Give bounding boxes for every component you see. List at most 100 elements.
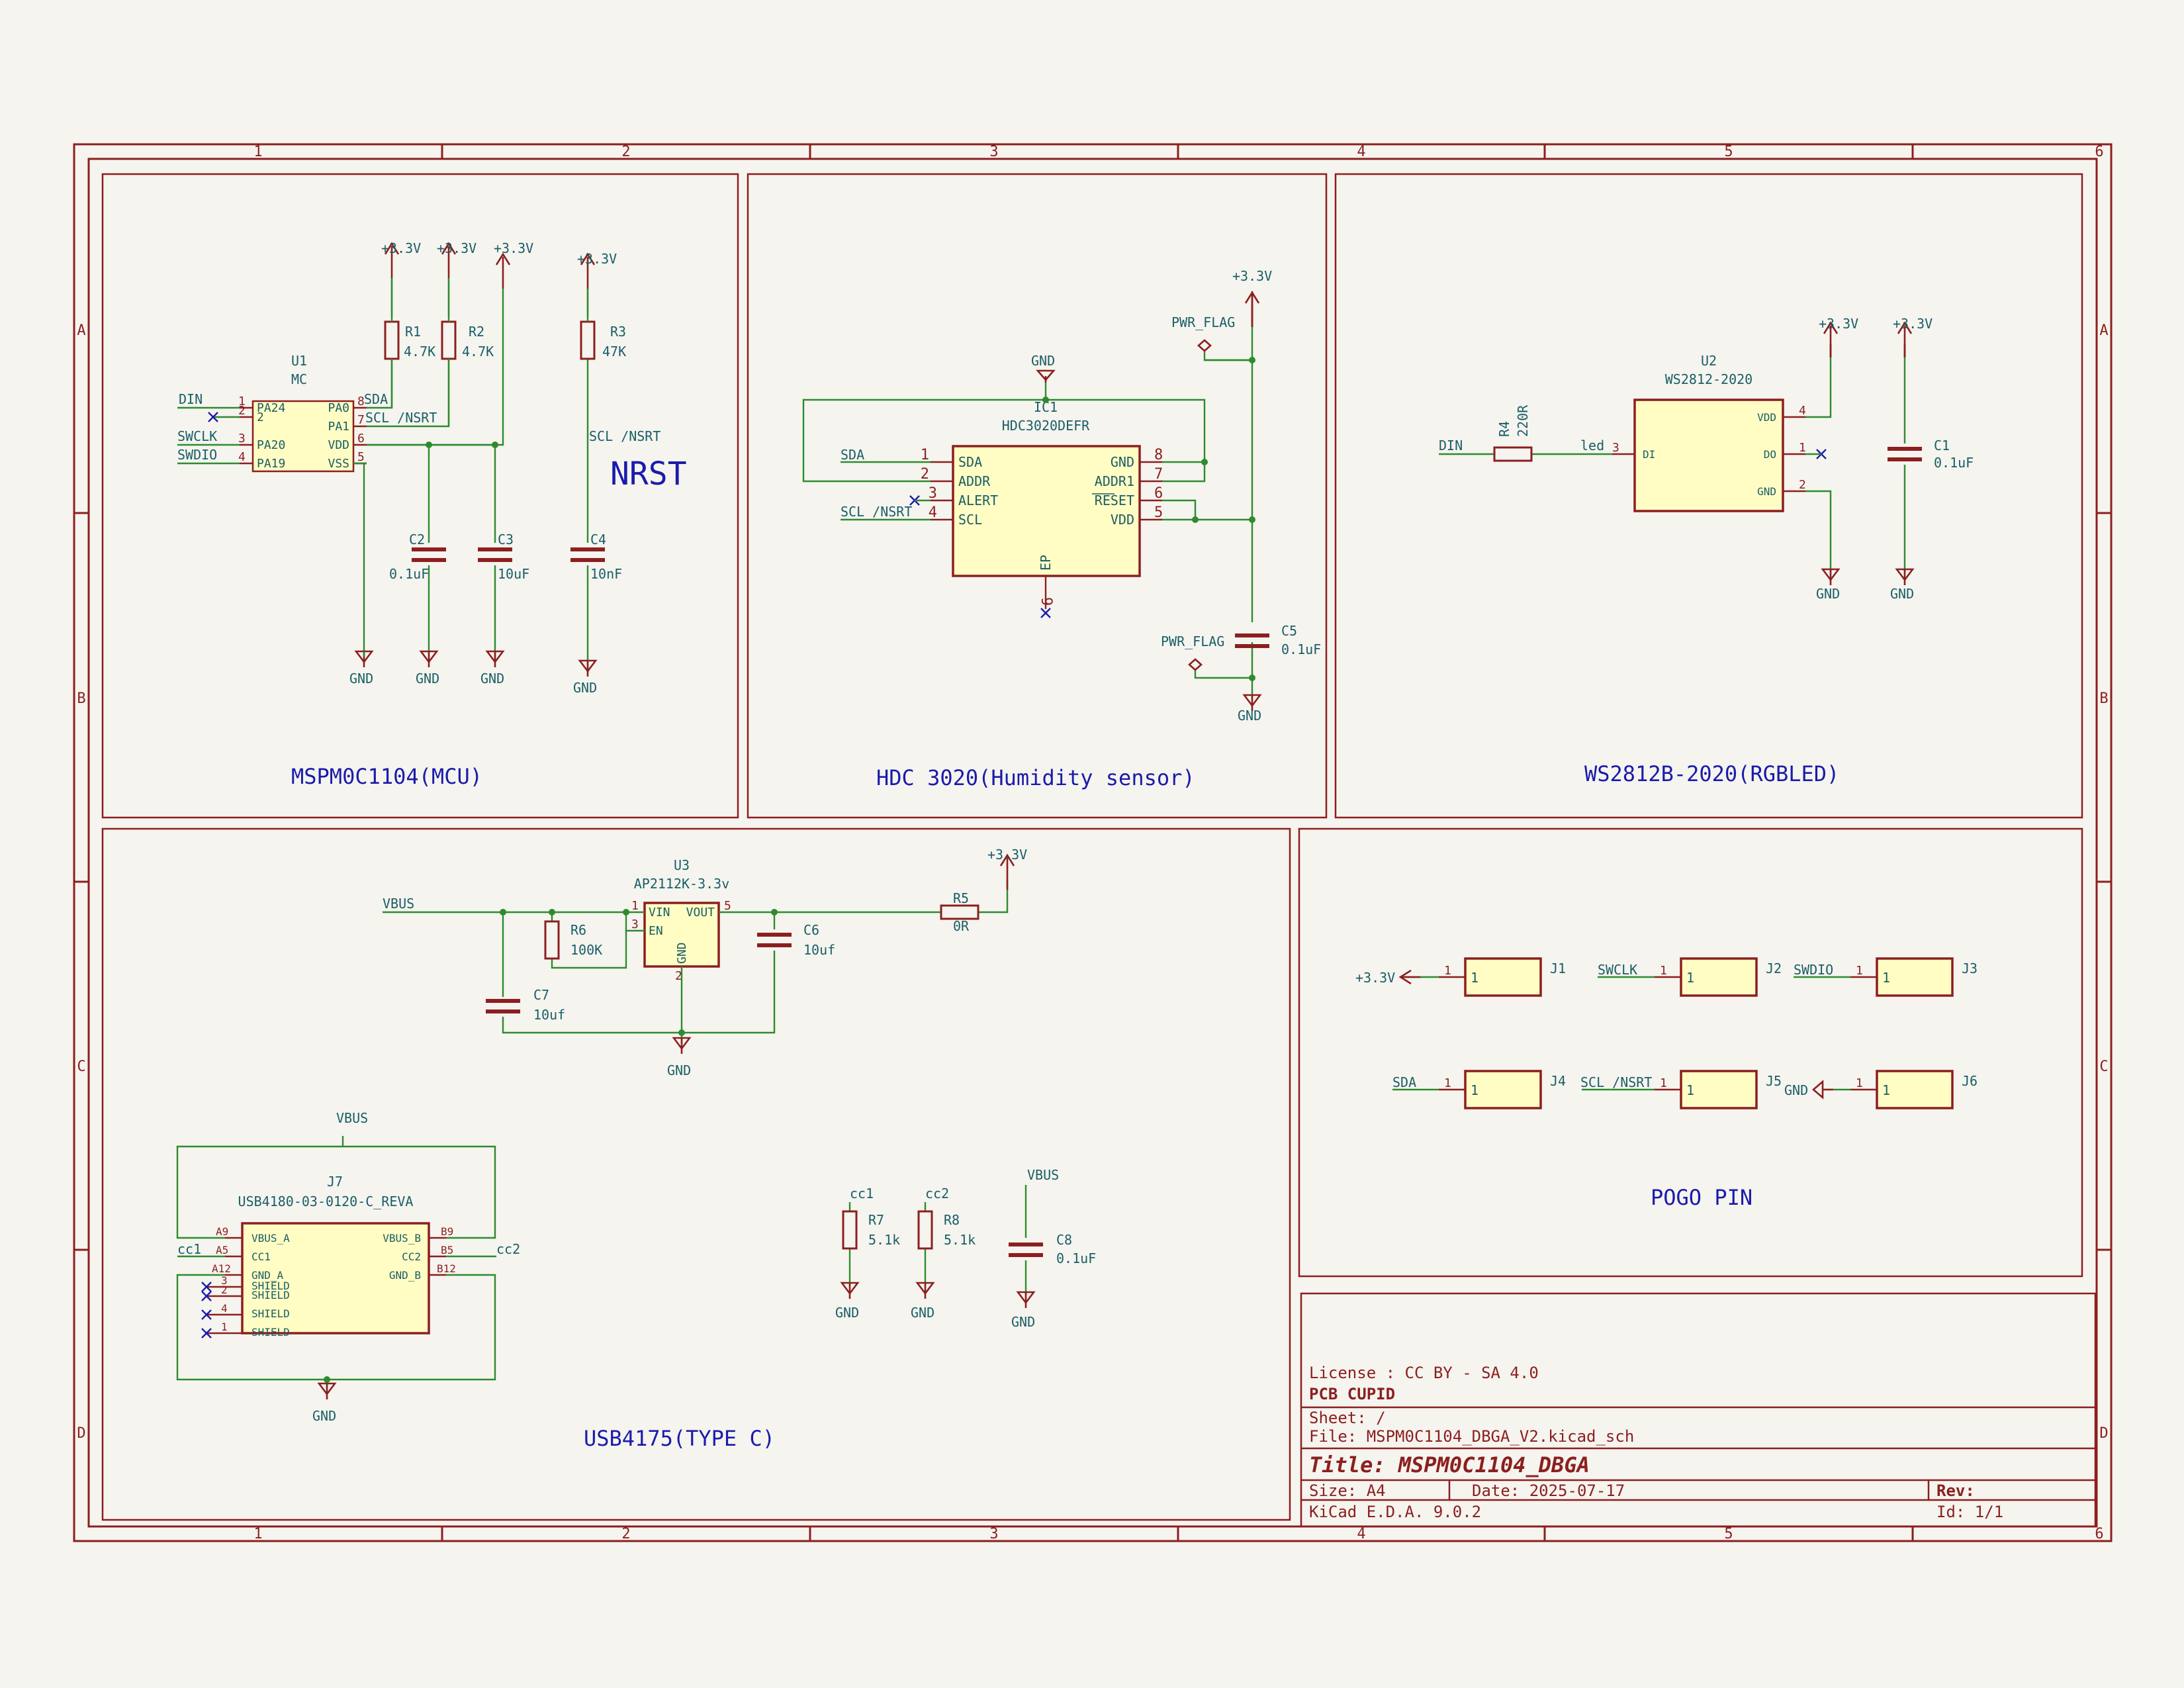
u2-body[interactable] bbox=[1633, 399, 1784, 512]
j7-value: USB4180-03-0120-C_REVA bbox=[238, 1194, 414, 1209]
usb-section: U3 AP2112K-3.3v VIN EN VOUT GND 1 3 5 2 bbox=[176, 847, 1096, 1451]
resistor-icon[interactable] bbox=[580, 320, 596, 360]
resistor-icon[interactable] bbox=[940, 904, 979, 920]
ic1-body[interactable] bbox=[952, 445, 1141, 577]
pogo-section: 1 1 J1 +3.3V 1 1 J2 SWCLK 1 1 J3 SWDIO 1… bbox=[1355, 957, 1978, 1210]
c6-ref: C6 bbox=[803, 922, 819, 938]
j2-pin-num: 1 bbox=[1660, 964, 1667, 978]
net-scl-nsrt: SCL /NSRT bbox=[841, 504, 912, 520]
j3-body[interactable] bbox=[1876, 957, 1954, 997]
net-3v3: +3.3V bbox=[1232, 268, 1272, 284]
net-din: DIN bbox=[1439, 438, 1463, 453]
j5-pin-name: 1 bbox=[1686, 1082, 1694, 1098]
u1-pin-num: 2 bbox=[238, 404, 246, 418]
u1-body[interactable] bbox=[251, 400, 355, 473]
ic1-value: HDC3020DEFR bbox=[1002, 418, 1090, 434]
j7-pin-name: GND_B bbox=[389, 1269, 421, 1282]
j3-ref: J3 bbox=[1962, 961, 1978, 976]
r8-value: 5.1k bbox=[944, 1232, 976, 1248]
capacitor-icon[interactable] bbox=[1888, 449, 1922, 459]
ic1-pin-num: 2 bbox=[921, 466, 929, 483]
ic1-pin-name: SDA bbox=[958, 454, 982, 470]
capacitor-icon[interactable] bbox=[478, 549, 512, 560]
u2-pin-name: GND bbox=[1757, 485, 1776, 498]
resistor-icon[interactable] bbox=[544, 920, 560, 960]
u2-pin-num: 1 bbox=[1799, 441, 1806, 455]
j7-pin-num: A12 bbox=[212, 1262, 231, 1275]
net-cc1: cc1 bbox=[177, 1241, 201, 1257]
u3-pin-num: 1 bbox=[631, 899, 639, 913]
net-pwr-flag: PWR_FLAG bbox=[1161, 633, 1224, 649]
row-label: A bbox=[77, 322, 85, 339]
no-connect-icon bbox=[1040, 607, 1052, 619]
net-sda: SDA bbox=[1392, 1074, 1416, 1090]
resistor-icon[interactable] bbox=[384, 320, 400, 360]
u1-value: MC bbox=[291, 371, 307, 387]
u2-pin-num: 3 bbox=[1612, 441, 1619, 455]
j7-pin-name: SHIELD bbox=[251, 1289, 290, 1301]
col-label: 1 bbox=[253, 144, 262, 160]
net-swdio: SWDIO bbox=[177, 447, 217, 463]
net-gnd: GND bbox=[1011, 1314, 1035, 1330]
resistor-icon[interactable] bbox=[917, 1210, 933, 1250]
net-3v3: +3.3V bbox=[494, 240, 533, 256]
c1-value: 0.1uF bbox=[1934, 455, 1974, 471]
j7-pin-name: VBUS_A bbox=[251, 1232, 290, 1244]
capacitor-icon[interactable] bbox=[1009, 1244, 1043, 1255]
rgb-section: U2 WS2812-2020 DI VDD DO GND 3 4 1 2 R4 … bbox=[1439, 316, 1974, 786]
section-title-usb: USB4175(TYPE C) bbox=[584, 1426, 775, 1451]
j7-pin-name: CC1 bbox=[251, 1250, 271, 1263]
u3-body[interactable] bbox=[643, 902, 720, 968]
u3-pin-num: 3 bbox=[631, 917, 639, 931]
capacitor-icon[interactable] bbox=[412, 549, 446, 560]
resistor-icon[interactable] bbox=[1493, 446, 1533, 462]
j5-pin-num: 1 bbox=[1660, 1076, 1667, 1090]
ground-icon bbox=[420, 650, 438, 669]
capacitor-icon[interactable] bbox=[486, 1001, 520, 1011]
u1-pin-num: 3 bbox=[238, 432, 246, 445]
net-3v3: +3.3V bbox=[577, 251, 617, 267]
r7-value: 5.1k bbox=[868, 1232, 900, 1248]
u1-pin-num: 4 bbox=[238, 450, 246, 464]
u1-pin-num: 1 bbox=[238, 395, 246, 408]
net-cc1: cc1 bbox=[850, 1186, 874, 1201]
capacitor-icon[interactable] bbox=[1235, 635, 1269, 646]
section-boxes bbox=[101, 173, 2083, 1521]
u1-pin-name: PA1 bbox=[328, 420, 349, 434]
j6-body[interactable] bbox=[1876, 1070, 1954, 1109]
j7-pin-num: 1 bbox=[221, 1321, 228, 1333]
ic1-pin-num: 7 bbox=[1154, 466, 1163, 483]
u2-value: WS2812-2020 bbox=[1665, 371, 1752, 387]
r3-value: 47K bbox=[602, 344, 626, 359]
section-title-pogo: POGO PIN bbox=[1651, 1185, 1752, 1210]
ic1-pin-num: 9 bbox=[1038, 597, 1054, 606]
capacitor-icon[interactable] bbox=[757, 935, 792, 945]
j1-body[interactable] bbox=[1464, 957, 1542, 997]
c7-ref: C7 bbox=[533, 987, 549, 1003]
ground-icon bbox=[318, 1382, 336, 1401]
j6-pin-name: 1 bbox=[1882, 1082, 1890, 1098]
row-label: B bbox=[2099, 690, 2108, 707]
ic1-pin-name: GND bbox=[1111, 454, 1134, 470]
u3-value: AP2112K-3.3v bbox=[634, 876, 730, 892]
resistor-icon[interactable] bbox=[842, 1210, 858, 1250]
u3-pin-num: 2 bbox=[675, 969, 682, 983]
capacitor-icon[interactable] bbox=[570, 549, 605, 560]
section-title-rgb: WS2812B-2020(RGBLED) bbox=[1584, 761, 1839, 786]
j7-pin-num: 3 bbox=[221, 1274, 228, 1287]
u3-pin-name: EN bbox=[649, 924, 663, 938]
mcu-section: U1 MC PA24 2 PA20 PA19 PA0 PA1 VDD VSS 1… bbox=[177, 240, 687, 789]
net-pwr-flag: PWR_FLAG bbox=[1171, 314, 1235, 330]
r7-ref: R7 bbox=[868, 1212, 884, 1228]
net-3v3: +3.3V bbox=[381, 240, 421, 256]
u2-pin-name: DI bbox=[1643, 448, 1655, 461]
j2-body[interactable] bbox=[1680, 957, 1758, 997]
resistor-icon[interactable] bbox=[441, 320, 457, 360]
ic1-pin-name: ALERT bbox=[958, 492, 998, 508]
j4-body[interactable] bbox=[1464, 1070, 1542, 1109]
r8-ref: R8 bbox=[944, 1212, 960, 1228]
u3-pin-num: 5 bbox=[724, 899, 731, 913]
j7-body[interactable] bbox=[241, 1222, 430, 1335]
net-gnd: GND bbox=[573, 680, 597, 696]
col-label: 3 bbox=[989, 1526, 998, 1542]
